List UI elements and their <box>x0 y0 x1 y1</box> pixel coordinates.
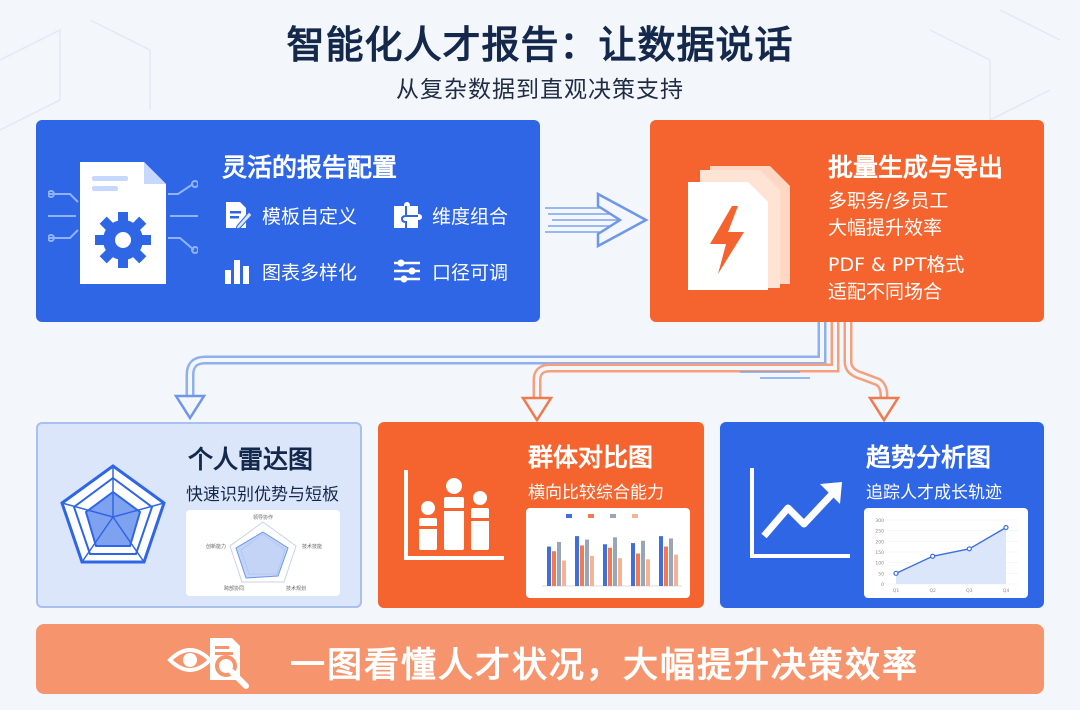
line-x-tick: Q2 <box>929 588 936 594</box>
line-y-tick: 100 <box>875 561 884 567</box>
bar-mark <box>669 538 673 586</box>
config-card: 灵活的报告配置 模板自定义 维度组合 图表多样化 口径可调 <box>36 120 540 322</box>
radar-card-title: 个人雷达图 <box>188 445 314 474</box>
batch-line-1: 多职务/多员工 <box>828 190 949 212</box>
bar-mark <box>613 537 617 586</box>
bar-legend-swatch <box>588 514 594 518</box>
bar-mark <box>618 558 622 586</box>
document-edit-icon <box>226 202 252 230</box>
line-x-tick: Q1 <box>893 588 900 594</box>
radar-chart-icon <box>60 464 166 564</box>
bar-mark <box>631 543 635 586</box>
bar-chart-icon <box>225 260 249 284</box>
radar-axis-label-2: 技术规划 <box>286 585 306 592</box>
line-y-tick: 150 <box>875 550 884 556</box>
feature-chart-label: 图表多样化 <box>262 261 358 284</box>
bar-mark <box>659 536 663 586</box>
group-mini-chart <box>526 508 690 598</box>
batch-card-title: 批量生成与导出 <box>828 153 1004 182</box>
bar-mark <box>580 545 584 586</box>
feature-caliber-label: 口径可调 <box>432 261 509 284</box>
bar-mark <box>552 551 556 586</box>
bottom-banner: 一图看懂人才状况，大幅提升决策效率 <box>36 624 1044 694</box>
bar-mark <box>608 547 612 586</box>
line-y-tick: 250 <box>875 529 884 535</box>
bar-mark <box>636 553 640 586</box>
arrow-down-left-icon <box>173 394 207 421</box>
feature-chart: 图表多样化 <box>222 256 357 286</box>
bar-mark <box>603 544 607 586</box>
trend-line-chart: 300 250 200 150 100 50 0Q1 Q2 Q3 Q4 <box>875 518 1018 594</box>
group-bars-icon <box>404 470 504 560</box>
group-card: 群体对比图 横向比较综合能力 <box>378 422 704 608</box>
radar-axis-label-1: 技术技能 <box>302 543 322 550</box>
line-area <box>896 527 1006 584</box>
batch-line-3: PDF & PPT格式 <box>828 254 965 276</box>
radar-mini-svg: 领导协作 技术技能 技术规划 跨部协同 创新能力 <box>206 514 322 592</box>
feature-dimension: 维度组合 <box>392 200 508 230</box>
banner-text: 一图看懂人才状况，大幅提升决策效率 <box>290 646 920 686</box>
line-y-tick: 50 <box>878 571 884 577</box>
feature-template-label: 模板自定义 <box>262 205 358 228</box>
page-title: 智能化人才报告：让数据说话 <box>286 23 794 67</box>
batch-card-lines-b: PDF & PPT格式 适配不同场合 <box>828 252 964 306</box>
bar-mark <box>646 559 650 586</box>
radar-axis-label-3: 跨部协同 <box>224 585 244 592</box>
line-y-tick: 0 <box>881 582 884 588</box>
feature-template: 模板自定义 <box>222 200 357 230</box>
group-card-subtitle: 横向比较综合能力 <box>528 483 664 503</box>
line-x-tick: Q3 <box>966 588 973 594</box>
trend-card-title: 趋势分析图 <box>866 443 992 472</box>
sliders-icon <box>394 259 420 283</box>
bar-mark <box>585 539 589 586</box>
bar-mark <box>562 560 566 586</box>
line-point <box>966 546 972 552</box>
radar-card-subtitle: 快速识别优势与短板 <box>186 485 339 505</box>
batch-card-lines-a: 多职务/多员工 大幅提升效率 <box>828 188 948 242</box>
bar-mark <box>674 554 678 586</box>
group-bar-chart <box>542 514 682 587</box>
line-point <box>893 570 899 576</box>
feature-caliber: 口径可调 <box>392 256 508 286</box>
radar-axis-label-4: 创新能力 <box>206 543 226 550</box>
bar-mark <box>547 546 551 586</box>
bar-legend-swatch <box>610 514 616 518</box>
feature-dimension-label: 维度组合 <box>432 205 509 228</box>
bar-legend-swatch <box>632 514 638 518</box>
eye-search-icon <box>167 638 249 689</box>
line-y-tick: 300 <box>875 518 884 524</box>
puzzle-icon <box>394 202 422 228</box>
bar-mark <box>590 555 594 586</box>
trend-arrow-icon <box>750 468 850 558</box>
bar-mark <box>641 540 645 586</box>
batch-line-2: 大幅提升效率 <box>828 217 943 239</box>
radar-axis-label-0: 领导协作 <box>253 514 273 521</box>
bar-mark <box>557 541 561 586</box>
batch-card: 批量生成与导出 多职务/多员工 大幅提升效率 PDF & PPT格式 适配不同场… <box>650 120 1044 322</box>
line-point <box>1003 524 1009 531</box>
radar-card: 个人雷达图 快速识别优势与短板 领导协作 技术技能 技术规划 跨部协同 创新能力 <box>36 422 362 608</box>
group-card-title: 群体对比图 <box>528 443 654 472</box>
bar-legend-swatch <box>566 514 572 518</box>
radar-mini-chart: 领导协作 技术技能 技术规划 跨部协同 创新能力 <box>186 510 340 596</box>
line-series <box>895 526 1007 574</box>
line-y-tick: 200 <box>875 539 884 545</box>
document-gear-icon <box>48 162 198 284</box>
batch-line-4: 适配不同场合 <box>828 281 943 303</box>
line-point <box>930 553 936 559</box>
arrow-down-right-icon <box>867 396 901 423</box>
arrow-down-middle-icon <box>520 396 554 423</box>
documents-lightning-icon <box>688 166 790 290</box>
config-card-title: 灵活的报告配置 <box>222 153 398 182</box>
bar-mark <box>664 546 668 586</box>
line-x-tick: Q4 <box>1003 588 1010 594</box>
page-subtitle: 从复杂数据到直观决策支持 <box>396 77 684 103</box>
bar-mark <box>575 536 579 586</box>
trend-card-subtitle: 追踪人才成长轨迹 <box>866 483 1002 503</box>
